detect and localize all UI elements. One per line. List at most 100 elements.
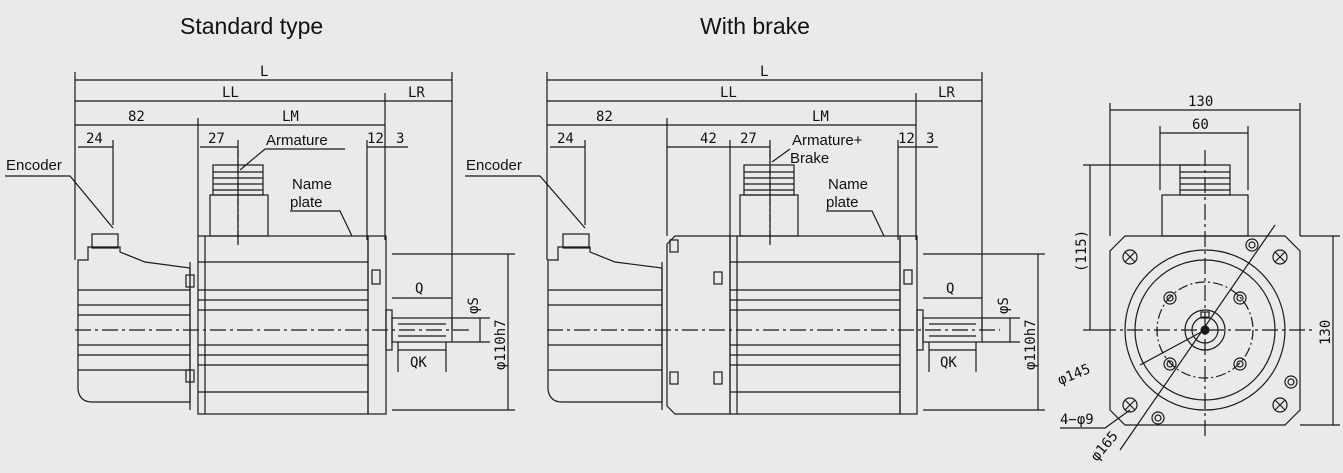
- dim-3: 3: [396, 131, 404, 147]
- dim-LR: LR: [408, 85, 425, 101]
- dim-82: 82: [596, 109, 613, 125]
- mount-hole: [1272, 397, 1288, 413]
- bolt: [1166, 294, 1174, 302]
- dim-phiS: φS: [466, 297, 482, 314]
- bolt: [1233, 291, 1247, 305]
- dim-130-side: 130: [1318, 320, 1334, 345]
- bolt: [1248, 241, 1256, 249]
- bolt: [1287, 378, 1295, 386]
- dim-24: 24: [557, 131, 574, 147]
- dim-60: 60: [1192, 117, 1209, 133]
- dim-130-top: 130: [1188, 94, 1213, 110]
- bolt: [1236, 360, 1244, 368]
- bolt: [1166, 360, 1174, 368]
- label-armature-brake-1: Armature+: [792, 132, 863, 149]
- dim-12: 12: [367, 131, 384, 147]
- encoder-connector: [91, 233, 119, 249]
- bolt: [1151, 411, 1165, 425]
- bolt-head: [371, 269, 381, 285]
- dim-82: 82: [128, 109, 145, 125]
- title-standard-type: Standard type: [180, 13, 323, 39]
- bolt: [1163, 357, 1177, 371]
- encoder-housing: [77, 246, 191, 403]
- standard-motor-side-view: L LL LR 82 LM 24 27 12 3 Q QK φS φ110h7 …: [5, 64, 515, 415]
- armature-leader: [239, 148, 266, 171]
- bolt: [1236, 294, 1244, 302]
- dim-12: 12: [898, 131, 915, 147]
- hole-mark: [1274, 251, 1286, 263]
- dim-LR: LR: [938, 85, 955, 101]
- dim-115: (115): [1074, 230, 1090, 272]
- bolt-head: [185, 369, 195, 383]
- phi145-leader: [1139, 329, 1206, 366]
- dim-phiS: φS: [996, 297, 1012, 314]
- dim-L: L: [760, 64, 768, 80]
- bolt-head: [669, 371, 679, 385]
- diagonal-leader: [1119, 224, 1276, 451]
- label-nameplate-1: Name: [292, 176, 332, 193]
- motor-body: [197, 235, 369, 415]
- dim-QK: QK: [940, 355, 957, 371]
- label-encoder: Encoder: [466, 157, 522, 174]
- label-armature-brake-2: Brake: [790, 150, 829, 167]
- label-nameplate-2: plate: [290, 194, 323, 211]
- square-flange: [1109, 235, 1301, 426]
- dim-holes: 4−φ9: [1060, 412, 1094, 428]
- bolt-head: [713, 371, 723, 385]
- brake-motor-side-view: L LL LR 82 LM 24 42 27 12 3 Q QK φS φ110…: [465, 64, 1045, 415]
- dim-Q: Q: [946, 281, 954, 297]
- bolt-head: [713, 271, 723, 285]
- front-view: 130 60 (115) 130 φ145 4−φ9 φ165: [1056, 94, 1340, 465]
- dim-LL: LL: [720, 85, 737, 101]
- dim-Q: Q: [415, 281, 423, 297]
- bolt: [1233, 357, 1247, 371]
- dim-phi145: φ145: [1056, 361, 1093, 388]
- hole-mark: [1274, 399, 1286, 411]
- dim-LM: LM: [812, 109, 829, 125]
- dim-42: 42: [700, 131, 717, 147]
- label-encoder: Encoder: [6, 157, 62, 174]
- encoder-leader: [465, 175, 586, 229]
- hole-mark: [1124, 399, 1136, 411]
- brake-housing: [666, 235, 731, 415]
- bolt: [1245, 238, 1259, 252]
- dim-phi110: φ110h7: [1023, 319, 1039, 370]
- holes-leader: [1060, 409, 1131, 429]
- dim-LM: LM: [282, 109, 299, 125]
- title-with-brake: With brake: [700, 13, 810, 39]
- encoder-housing: [547, 246, 663, 403]
- bolt: [1284, 375, 1298, 389]
- front-flange: [367, 235, 387, 415]
- mount-hole: [1122, 249, 1138, 265]
- armature-connector-base: [209, 194, 269, 237]
- dim-3: 3: [926, 131, 934, 147]
- armature-connector-base: [739, 194, 799, 237]
- nameplate-leader: [826, 210, 885, 237]
- armature-leader: [771, 148, 791, 163]
- dim-LL: LL: [222, 85, 239, 101]
- motor-body: [729, 235, 901, 415]
- bolt-head: [185, 274, 195, 288]
- dim-phi110: φ110h7: [493, 319, 509, 370]
- bolt: [1163, 291, 1177, 305]
- nameplate-leader: [290, 210, 353, 237]
- bolt-head: [903, 269, 913, 285]
- dim-QK: QK: [410, 355, 427, 371]
- armature-connector: [743, 164, 795, 196]
- label-armature: Armature: [266, 132, 328, 149]
- dim-phi165: φ165: [1088, 428, 1122, 464]
- encoder-leader: [5, 175, 114, 229]
- dim-27: 27: [208, 131, 225, 147]
- bolt-head: [669, 239, 679, 253]
- hole-mark: [1124, 251, 1136, 263]
- encoder-connector: [562, 233, 590, 249]
- front-flange: [899, 235, 918, 415]
- dim-24: 24: [86, 131, 103, 147]
- mount-hole: [1272, 249, 1288, 265]
- bolt: [1154, 414, 1162, 422]
- label-nameplate-1: Name: [828, 176, 868, 193]
- dim-27: 27: [740, 131, 757, 147]
- label-nameplate-2: plate: [826, 194, 859, 211]
